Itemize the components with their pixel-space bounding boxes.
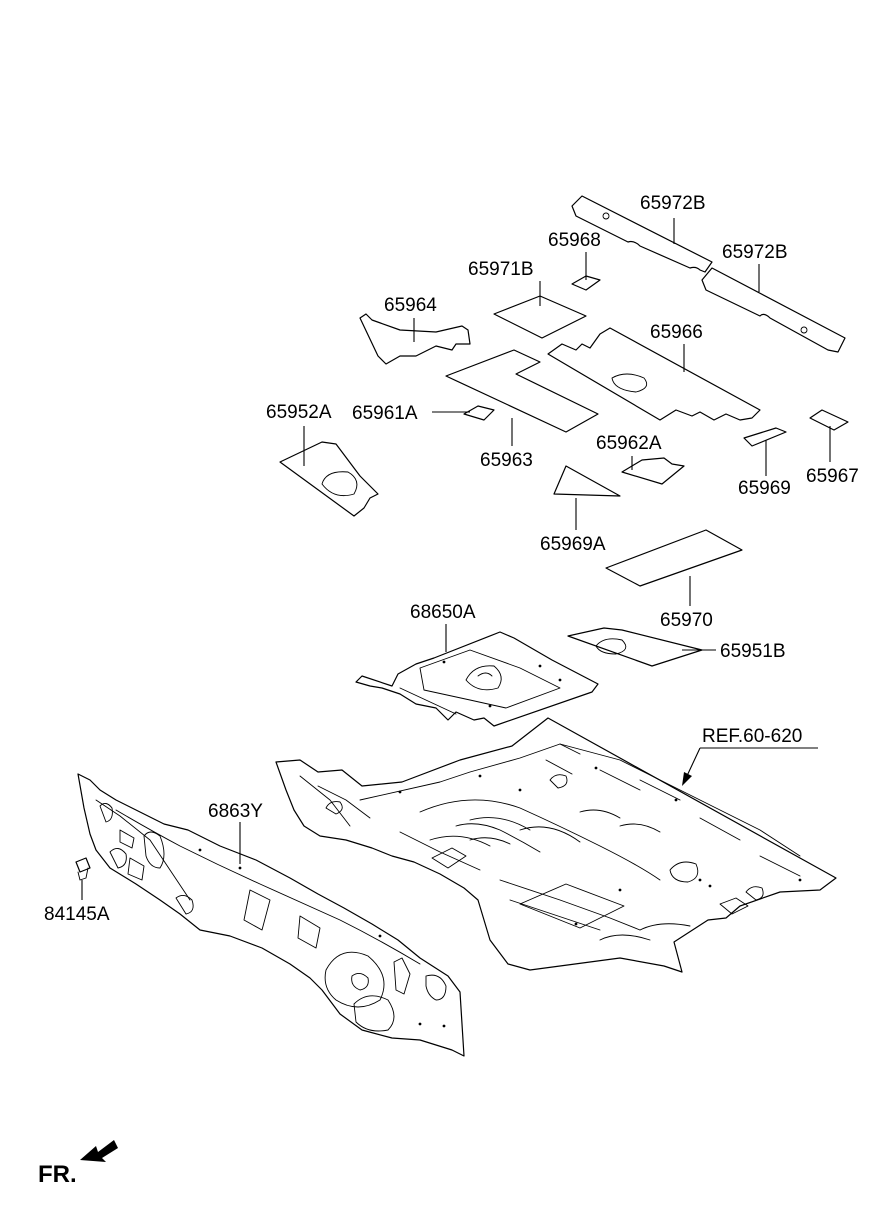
part-84145A bbox=[75, 857, 91, 881]
label-68650A: 68650A bbox=[410, 602, 476, 623]
part-65952A bbox=[279, 441, 379, 517]
label-65952A: 65952A bbox=[266, 402, 332, 423]
label-65972B-1: 65972B bbox=[640, 193, 706, 214]
label-65967: 65967 bbox=[806, 466, 859, 487]
part-65972B-right bbox=[701, 267, 846, 353]
part-65969A bbox=[553, 465, 621, 497]
label-65951B: 65951B bbox=[720, 641, 786, 662]
label-65964: 65964 bbox=[384, 295, 437, 316]
label-6863Y: 6863Y bbox=[208, 801, 263, 822]
part-65972B-left bbox=[571, 195, 713, 273]
label-65972B-2: 65972B bbox=[722, 242, 788, 263]
front-arrow-icon bbox=[80, 1140, 118, 1162]
label-65962A: 65962A bbox=[596, 433, 662, 454]
label-65966: 65966 bbox=[650, 322, 703, 343]
part-floor-panel-ref bbox=[275, 717, 837, 973]
part-65962A bbox=[621, 457, 685, 485]
part-6863Y bbox=[77, 773, 465, 1057]
part-65966 bbox=[547, 327, 761, 421]
part-65971B bbox=[493, 295, 587, 339]
label-84145A: 84145A bbox=[44, 904, 110, 925]
part-68650A bbox=[355, 631, 599, 727]
label-65969A: 65969A bbox=[540, 534, 606, 555]
label-65961A: 65961A bbox=[352, 403, 418, 424]
label-65968: 65968 bbox=[548, 230, 601, 251]
label-65970: 65970 bbox=[660, 610, 713, 631]
label-ref-60-620: REF.60-620 bbox=[702, 726, 802, 747]
label-65969: 65969 bbox=[738, 478, 791, 499]
leader-lines bbox=[81, 218, 831, 900]
part-65970 bbox=[605, 529, 743, 587]
part-65967 bbox=[809, 409, 849, 431]
label-65963: 65963 bbox=[480, 450, 533, 471]
part-65951B bbox=[567, 627, 703, 667]
part-65963 bbox=[445, 349, 599, 433]
part-65969 bbox=[743, 427, 787, 447]
front-direction-label: FR. bbox=[38, 1161, 77, 1188]
label-65971B: 65971B bbox=[468, 259, 534, 280]
part-65968 bbox=[571, 275, 601, 291]
part-65964 bbox=[359, 313, 471, 365]
part-65961A bbox=[463, 405, 495, 421]
